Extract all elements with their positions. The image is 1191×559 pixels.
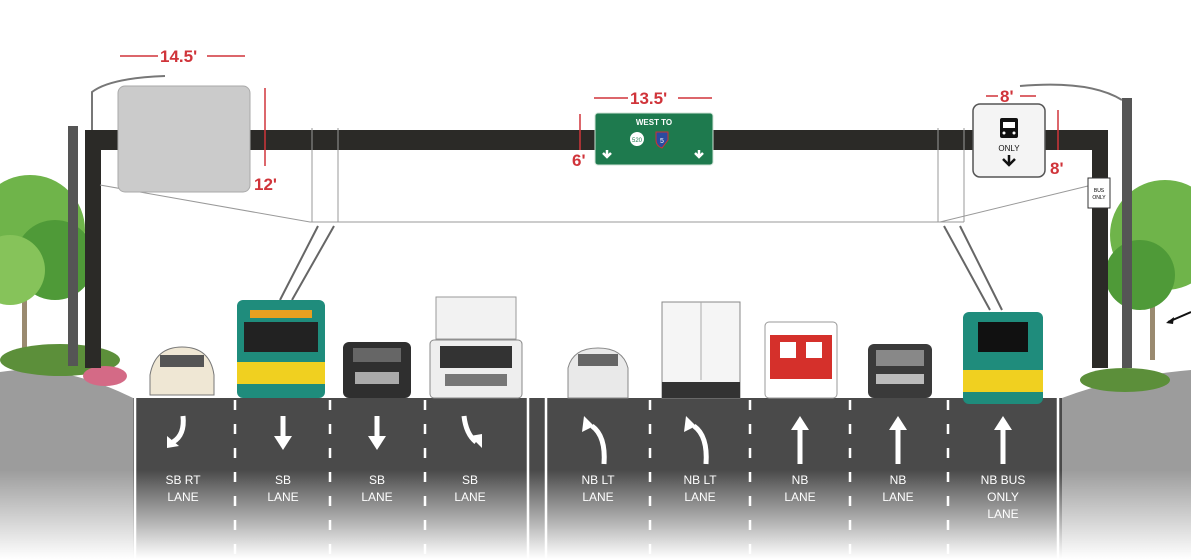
lane-label: LANE <box>454 490 485 504</box>
box-truck <box>429 296 523 399</box>
delivery-truck <box>661 301 741 399</box>
right-light-pole <box>1019 83 1132 368</box>
lane-2: SB LANE <box>267 416 299 504</box>
suv <box>868 344 932 398</box>
bottom-fade <box>0 470 1191 559</box>
guide-sign: WEST TO 520 5 <box>594 112 714 166</box>
ambulance <box>764 321 838 399</box>
beetle-car <box>149 346 215 396</box>
lane-label: NB LT <box>683 473 717 487</box>
lane-4: SB LANE <box>454 415 486 504</box>
small-bus-only-sign: BUS ONLY <box>1087 177 1111 209</box>
lane-9: NB BUS ONLY LANE <box>981 416 1026 521</box>
lane-label: LANE <box>582 490 613 504</box>
interstate-number: 5 <box>660 138 664 145</box>
lane-label: LANE <box>361 490 392 504</box>
left-turn-arrow-icon <box>582 416 607 465</box>
lane-label: SB <box>369 473 385 487</box>
lane-1: SB RT LANE <box>165 415 201 504</box>
callout-arrowhead <box>1166 317 1174 324</box>
lane-3: SB LANE <box>361 416 393 504</box>
lane-label: NB <box>890 473 907 487</box>
down-arrow-icon <box>694 150 704 159</box>
small-sign-line1: BUS <box>1094 188 1105 194</box>
guide-sign-text: WEST TO <box>636 118 672 127</box>
bus-icon <box>1000 118 1018 138</box>
lane-label: NB <box>792 473 809 487</box>
lane-label: LANE <box>784 490 815 504</box>
dim-line <box>120 55 1059 166</box>
down-arrow-icon <box>1002 155 1016 167</box>
lane-label: LANE <box>987 507 1018 521</box>
lane-label: LANE <box>167 490 198 504</box>
left-sign-height-label: 12' <box>254 175 277 194</box>
interstate-shield-icon <box>655 131 669 149</box>
straight-down-arrow-icon <box>368 416 386 450</box>
straight-down-arrow-icon <box>274 416 292 450</box>
lane-5: NB LT LANE <box>581 416 615 504</box>
lane-label: NB BUS <box>981 473 1026 487</box>
right-sign-height-label: 8' <box>1050 159 1064 178</box>
pickup-truck <box>343 342 411 398</box>
lane-label: LANE <box>882 490 913 504</box>
lane-7: NB LANE <box>784 416 816 504</box>
state-route-shield-icon <box>630 132 644 146</box>
bus-only-sign: ONLY <box>972 103 1046 178</box>
lane-label: NB LT <box>581 473 615 487</box>
bus-only-text: ONLY <box>998 144 1020 153</box>
lane-label: SB RT <box>165 473 201 487</box>
straight-up-arrow-icon <box>889 416 907 464</box>
lane-label: LANE <box>684 490 715 504</box>
left-light-pole <box>68 75 166 366</box>
left-tree <box>0 175 127 386</box>
state-route-number: 520 <box>632 138 643 144</box>
lane-label: SB <box>462 473 478 487</box>
lane-6: NB LT LANE <box>683 416 717 504</box>
lane-label: LANE <box>267 490 298 504</box>
trolley-bus-northbound <box>963 312 1043 404</box>
trolley-bus-southbound <box>237 300 325 398</box>
left-turn-arrow-icon <box>684 416 709 465</box>
right-turn-arrow-icon <box>167 415 186 448</box>
overhead-wires <box>99 128 1093 223</box>
straight-up-arrow-icon <box>994 416 1012 464</box>
down-arrow-icon <box>602 150 612 159</box>
center-sign-width-label: 13.5' <box>630 89 667 108</box>
center-sign-height-label: 6' <box>572 151 586 170</box>
left-sign-width-label: 14.5' <box>160 47 197 66</box>
sedan <box>567 347 629 399</box>
lane-label: SB <box>275 473 291 487</box>
vehicles <box>149 296 1043 404</box>
lane-label: ONLY <box>987 490 1019 504</box>
lane-8: NB LANE <box>882 416 914 504</box>
trolley-poles <box>279 225 1003 311</box>
small-sign-line2: ONLY <box>1092 195 1106 201</box>
straight-up-arrow-icon <box>791 416 809 464</box>
bear-left-down-arrow-icon <box>461 415 482 448</box>
blank-overhead-sign <box>117 85 251 193</box>
right-sign-width-label: 8' <box>1000 87 1014 106</box>
